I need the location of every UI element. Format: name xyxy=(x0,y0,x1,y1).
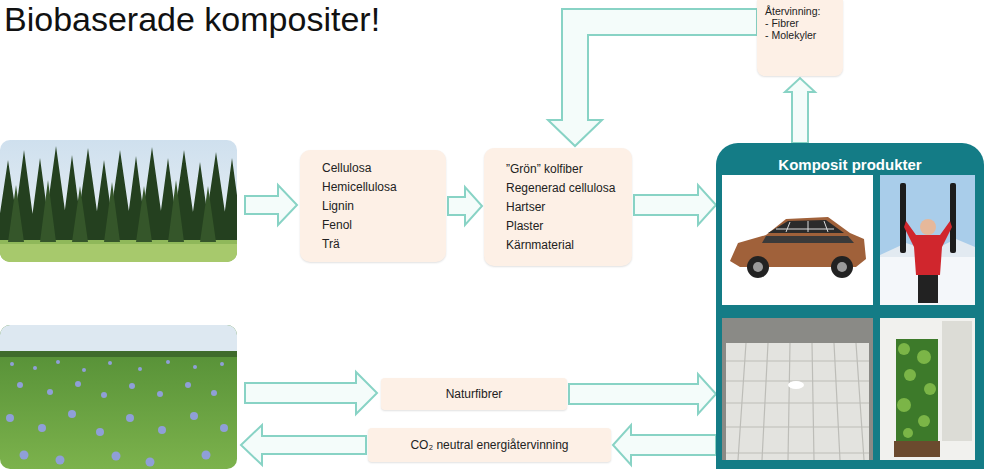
forest-photo xyxy=(0,140,237,262)
block-arrow xyxy=(448,187,482,225)
room-wall xyxy=(880,318,975,460)
floor-light xyxy=(788,381,804,389)
car-wheel xyxy=(831,256,853,278)
skier-legs xyxy=(918,275,938,303)
slide-title: Biobaserade kompositer! xyxy=(4,0,380,38)
forest-trees-light xyxy=(8,180,216,242)
field-treeline xyxy=(0,351,237,357)
field-ground xyxy=(0,325,237,469)
car-windows xyxy=(762,236,854,243)
car-photo xyxy=(722,175,873,305)
ski-sky xyxy=(880,175,975,305)
car-roof xyxy=(768,220,844,233)
block-arrow xyxy=(569,374,716,414)
skier-head xyxy=(920,219,936,235)
box-text: - Fibrer xyxy=(765,17,799,29)
floor-base xyxy=(722,318,873,460)
box-text: Naturfibrer xyxy=(446,387,503,402)
plant-wall xyxy=(896,339,938,443)
box-text: Kärnmaterial xyxy=(506,236,574,255)
block-arrow xyxy=(634,185,716,225)
flax-flowers xyxy=(6,360,228,467)
skier-photo xyxy=(880,175,975,305)
room-window xyxy=(942,321,972,441)
field-sky xyxy=(0,325,237,353)
box-text: Regenerad cellulosa xyxy=(506,179,615,198)
forest-trees xyxy=(0,146,237,240)
box-text: Återvinning: xyxy=(765,5,820,17)
block-arrow xyxy=(245,372,377,414)
block-arrow xyxy=(245,185,297,225)
car-hub xyxy=(753,262,763,272)
product-photos xyxy=(716,143,984,469)
plant-leaves xyxy=(897,343,936,438)
floor-grid xyxy=(726,343,869,460)
material-box: ”Grön” kolfiberRegenerad cellulosaHartse… xyxy=(484,148,632,266)
box-text: - Molekyler xyxy=(765,29,816,41)
block-arrow xyxy=(241,425,366,465)
flax-field-photo xyxy=(0,325,237,469)
energy-box: CO₂ neutral energiåtervinning xyxy=(368,428,611,462)
block-arrow xyxy=(548,9,757,146)
box-text: Plaster xyxy=(506,217,543,236)
car-wheel xyxy=(747,256,769,278)
ski xyxy=(950,183,956,253)
block-arrow xyxy=(785,78,815,143)
car-roof-grid xyxy=(776,221,834,232)
source-material-box: CellulosaHemicellulosaLigninFenolTrä xyxy=(300,150,446,262)
box-text: CO₂ neutral energiåtervinning xyxy=(410,438,568,453)
box-text: Hartser xyxy=(506,198,545,217)
plant-box xyxy=(894,441,940,457)
car-ground xyxy=(722,175,873,305)
box-text: Komposit produkter xyxy=(778,156,921,174)
box-text: Cellulosa xyxy=(322,159,371,178)
product-panel: Komposit produkter xyxy=(716,143,984,469)
green-wall-photo xyxy=(880,318,975,460)
block-arrow xyxy=(613,425,716,465)
box-text: Hemicellulosa xyxy=(322,178,397,197)
ski xyxy=(900,183,906,253)
box-text: Fenol xyxy=(322,216,352,235)
floor-photo xyxy=(722,318,873,460)
forest-meadow xyxy=(0,244,237,262)
floor-tiles xyxy=(726,343,869,460)
box-text: ”Grön” kolfiber xyxy=(506,160,583,179)
recycling-box: Återvinning:- Fibrer- Molekyler xyxy=(757,0,843,76)
fiber-box: Naturfibrer xyxy=(381,378,567,410)
car-hub xyxy=(837,262,847,272)
box-text: Trä xyxy=(322,235,340,254)
box-text: Lignin xyxy=(322,197,354,216)
